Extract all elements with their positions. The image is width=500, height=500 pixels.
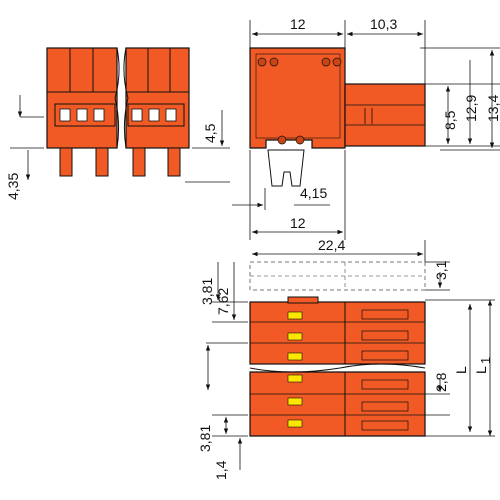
dim-4-35: 4,35	[5, 173, 21, 200]
front-view	[10, 47, 230, 183]
dim-7-62: 7,62	[215, 288, 231, 315]
dim-22-4: 22,4	[318, 237, 345, 253]
dim-13-4: 13,4	[485, 95, 500, 122]
dim-L: L	[453, 366, 469, 374]
dim-4-15: 4,15	[300, 185, 327, 201]
dim-3-81-bottom: 3,81	[197, 425, 213, 452]
side-view	[232, 20, 500, 240]
dim-4-5: 4,5	[202, 123, 218, 143]
dim-1-4: 1,4	[213, 460, 229, 480]
dim-8-5: 8,5	[442, 110, 458, 130]
dim-12-9: 12,9	[463, 95, 479, 122]
dim-10-3: 10,3	[370, 16, 397, 32]
dim-12-top: 12	[290, 16, 306, 32]
dim-L1: L	[473, 366, 489, 374]
dim-3-1: 3,1	[433, 260, 449, 280]
dim-2-8: 2,8	[433, 372, 449, 392]
top-view	[205, 240, 495, 470]
dim-L1-subscript: 1	[478, 357, 493, 364]
dim-12-lower: 12	[290, 215, 306, 231]
dim-3-81-top: 3,81	[199, 278, 215, 305]
